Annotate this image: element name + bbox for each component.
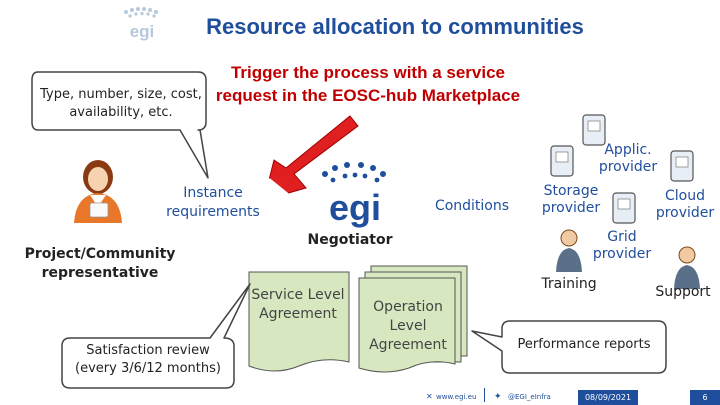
training-person-icon — [556, 229, 582, 272]
website-link[interactable]: www.egi.eu — [436, 393, 477, 401]
negotiator-label: Negotiator — [307, 232, 393, 248]
svg-text:egi: egi — [329, 187, 381, 228]
egi-logo: egi — [116, 6, 168, 42]
project-representative-label: Project/Community representative — [24, 246, 176, 281]
twitter-icon: ✦ — [494, 391, 502, 401]
support-person-icon — [674, 246, 700, 289]
cloud-provider-label: Cloud provider — [655, 188, 715, 221]
performance-text: Performance reports — [517, 337, 651, 352]
person-icon — [74, 160, 122, 223]
globe-icon: ✕ — [426, 392, 433, 401]
grid-provider-label: Grid provider — [592, 229, 652, 262]
instance-requirements-label: Instance requirements — [166, 185, 260, 220]
ola-text: Operation Level Agreement — [369, 299, 447, 353]
cloud-server-icon — [670, 150, 694, 182]
applic-provider-label: Applic. provider — [598, 142, 658, 175]
sla-text: Service Level Agreement — [251, 287, 345, 322]
page-number: 6 — [690, 390, 720, 405]
grid-server-icon — [612, 192, 636, 224]
satisfaction-text: Satisfaction review (every 3/6/12 months… — [75, 343, 221, 376]
storage-server-icon — [550, 145, 574, 177]
sla-document — [248, 271, 350, 372]
storage-provider-label: Storage provider — [541, 183, 601, 216]
trigger-text: Trigger the process with a service reque… — [215, 63, 521, 105]
footer-divider — [484, 388, 485, 402]
performance-bubble — [471, 320, 667, 374]
egi-center-logo: egi — [322, 162, 386, 228]
conditions-arrow — [409, 180, 531, 230]
instance-arrow — [133, 178, 297, 222]
conditions-label: Conditions — [434, 198, 510, 214]
footer-date: 08/09/2021 — [578, 390, 638, 405]
support-label: Support — [655, 284, 711, 300]
applic-server-icon — [582, 114, 606, 146]
satisfaction-bubble — [61, 283, 251, 389]
type-bubble-text: Type, number, size, cost, availability, … — [40, 87, 202, 120]
type-bubble — [31, 71, 209, 179]
ola-document — [358, 265, 468, 373]
twitter-handle[interactable]: @EGI_eInfra — [508, 393, 551, 401]
svg-text:egi: egi — [130, 22, 155, 41]
slide-title: Resource allocation to communities — [206, 14, 584, 39]
training-label: Training — [541, 276, 597, 292]
